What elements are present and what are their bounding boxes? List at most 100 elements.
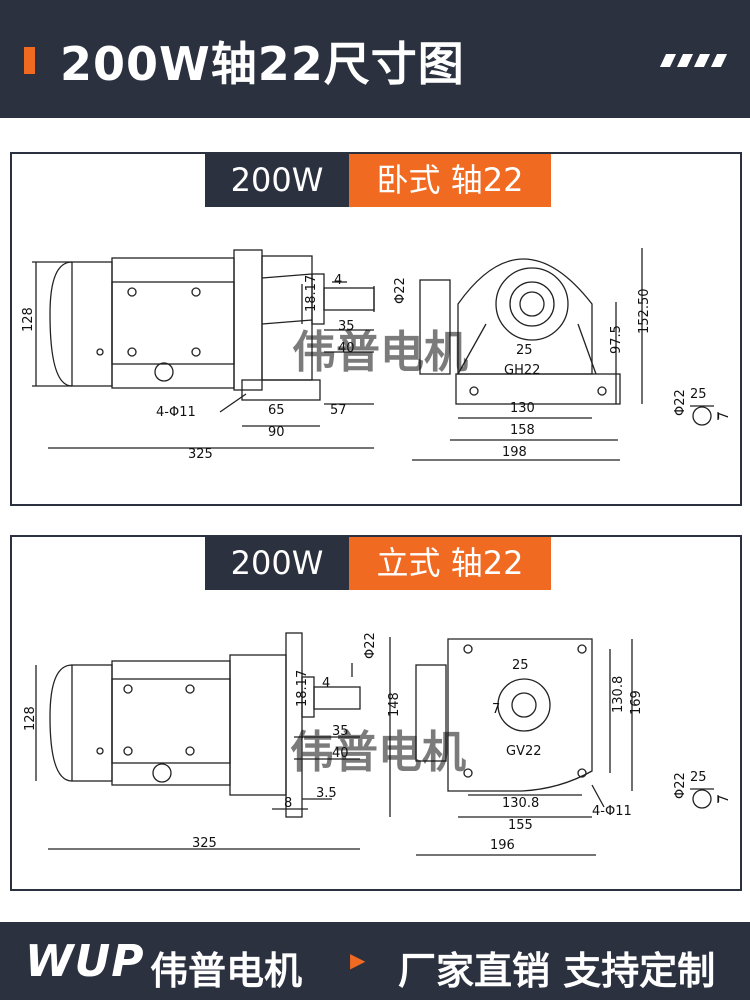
horizontal-drawing-panel: 200W 卧式 轴22 bbox=[10, 152, 742, 506]
motor-fan-cover bbox=[71, 261, 113, 387]
dim-40: 40 bbox=[338, 341, 355, 356]
tab-mount-type: 立式 轴22 bbox=[349, 537, 551, 590]
watermark: 伟普电机 bbox=[290, 727, 466, 778]
tab-power: 200W bbox=[205, 154, 349, 207]
vertical-drawing: 伟普电机 128 18.17 4 Φ22 148 35 40 8 3.5 325… bbox=[23, 632, 732, 856]
page-title: 200W轴22尺寸图 bbox=[60, 37, 465, 91]
screw-icon bbox=[191, 287, 201, 297]
dim-325: 325 bbox=[192, 836, 217, 851]
screw-icon bbox=[191, 347, 201, 357]
key-25: 25 bbox=[690, 387, 707, 402]
dim-65: 65 bbox=[268, 403, 285, 418]
company-name: 伟普电机 bbox=[150, 949, 303, 993]
dim-128: 128 bbox=[21, 307, 36, 332]
dim-130-8-width: 130.8 bbox=[502, 796, 539, 811]
dim-40: 40 bbox=[332, 746, 349, 761]
bolt-hole-icon bbox=[469, 386, 479, 396]
dim-97-5: 97.5 bbox=[609, 325, 624, 354]
motor-box-front bbox=[419, 279, 451, 375]
screw-icon bbox=[127, 347, 137, 357]
terminal-box bbox=[111, 678, 231, 764]
dim-phi22: Φ22 bbox=[393, 277, 408, 304]
gearbox-body bbox=[229, 654, 287, 796]
dim-4-phi11: 4-Φ11 bbox=[156, 405, 196, 420]
dim-152-50: 152.50 bbox=[637, 289, 652, 335]
dim-8: 8 bbox=[284, 796, 292, 811]
dim-35: 35 bbox=[338, 319, 355, 334]
key-25: 25 bbox=[690, 770, 707, 785]
dim-169: 169 bbox=[629, 690, 644, 715]
flange-front bbox=[447, 638, 593, 792]
dim-4-phi11: 4-Φ11 bbox=[592, 804, 632, 819]
cable-gland-icon bbox=[152, 763, 172, 783]
dim-325: 325 bbox=[188, 447, 213, 462]
screw-icon bbox=[127, 287, 137, 297]
dim-phi22: Φ22 bbox=[363, 632, 378, 659]
motor-end-cap bbox=[49, 664, 73, 782]
key-7: 7 bbox=[717, 412, 732, 420]
output-shaft bbox=[323, 287, 375, 311]
key-section-icon bbox=[692, 406, 712, 426]
base-plate bbox=[455, 373, 621, 405]
dim-35: 35 bbox=[332, 724, 349, 739]
key-phi22: Φ22 bbox=[673, 772, 688, 799]
key-7: 7 bbox=[717, 795, 732, 803]
motor-box-front bbox=[415, 664, 447, 762]
bolt-hole-icon bbox=[463, 768, 473, 778]
arrow-right-icon: ▶ bbox=[350, 948, 366, 972]
decorative-dashes bbox=[656, 52, 728, 71]
screw-icon bbox=[96, 348, 104, 356]
gear-flange bbox=[233, 249, 263, 391]
tab-power: 200W bbox=[205, 537, 349, 590]
vertical-drawing-panel: 200W 立式 轴22 bbox=[10, 535, 742, 891]
dim-4: 4 bbox=[322, 676, 330, 691]
watermark: 伟普电机 bbox=[292, 327, 468, 378]
dim-130-8: 130.8 bbox=[611, 676, 626, 713]
dim-3-5: 3.5 bbox=[316, 786, 337, 801]
dim-90: 90 bbox=[268, 425, 285, 440]
terminal-box bbox=[111, 281, 235, 365]
gear-housing-front bbox=[457, 258, 593, 375]
shaft-end-icon bbox=[511, 692, 537, 718]
dim-148: 148 bbox=[387, 692, 402, 717]
bolt-hole-icon bbox=[463, 644, 473, 654]
header-bar: 200W轴22尺寸图 bbox=[0, 0, 750, 118]
motor-end-cap bbox=[49, 261, 73, 387]
screw-icon bbox=[123, 684, 133, 694]
vertical-flange bbox=[285, 632, 303, 818]
dim-57: 57 bbox=[330, 403, 347, 418]
dim-25: 25 bbox=[512, 658, 529, 673]
screw-icon bbox=[123, 746, 133, 756]
dim-7: 7 bbox=[492, 702, 500, 717]
screw-icon bbox=[185, 746, 195, 756]
dim-130: 130 bbox=[510, 401, 535, 416]
motor-fan-cover bbox=[71, 664, 113, 782]
key-phi22: Φ22 bbox=[673, 389, 688, 416]
bolt-hole-icon bbox=[577, 644, 587, 654]
key-section-icon bbox=[692, 789, 712, 809]
dim-158: 158 bbox=[510, 423, 535, 438]
screw-icon bbox=[96, 747, 104, 755]
dim-155: 155 bbox=[508, 818, 533, 833]
mount-foot bbox=[241, 379, 321, 401]
dim-4: 4 bbox=[334, 273, 342, 288]
brand-logo: WUP bbox=[25, 936, 145, 987]
model-label: GV22 bbox=[506, 744, 542, 759]
dim-128: 128 bbox=[23, 706, 38, 731]
screw-icon bbox=[185, 684, 195, 694]
shaft-end-icon bbox=[519, 291, 545, 317]
dim-18-17: 18.17 bbox=[295, 670, 310, 707]
dim-196: 196 bbox=[490, 838, 515, 853]
model-label: GH22 bbox=[504, 363, 540, 378]
dim-198: 198 bbox=[502, 445, 527, 460]
output-shaft bbox=[313, 686, 361, 710]
dim-25: 25 bbox=[516, 343, 533, 358]
header-accent bbox=[24, 47, 35, 74]
bolt-hole-icon bbox=[577, 768, 587, 778]
tab-mount-type: 卧式 轴22 bbox=[349, 154, 551, 207]
motor-body bbox=[111, 257, 235, 389]
dim-18-17: 18.17 bbox=[304, 275, 319, 312]
slogan: 厂家直销 支持定制 bbox=[398, 949, 716, 993]
bolt-hole-icon bbox=[597, 386, 607, 396]
cable-gland-icon bbox=[154, 362, 174, 382]
